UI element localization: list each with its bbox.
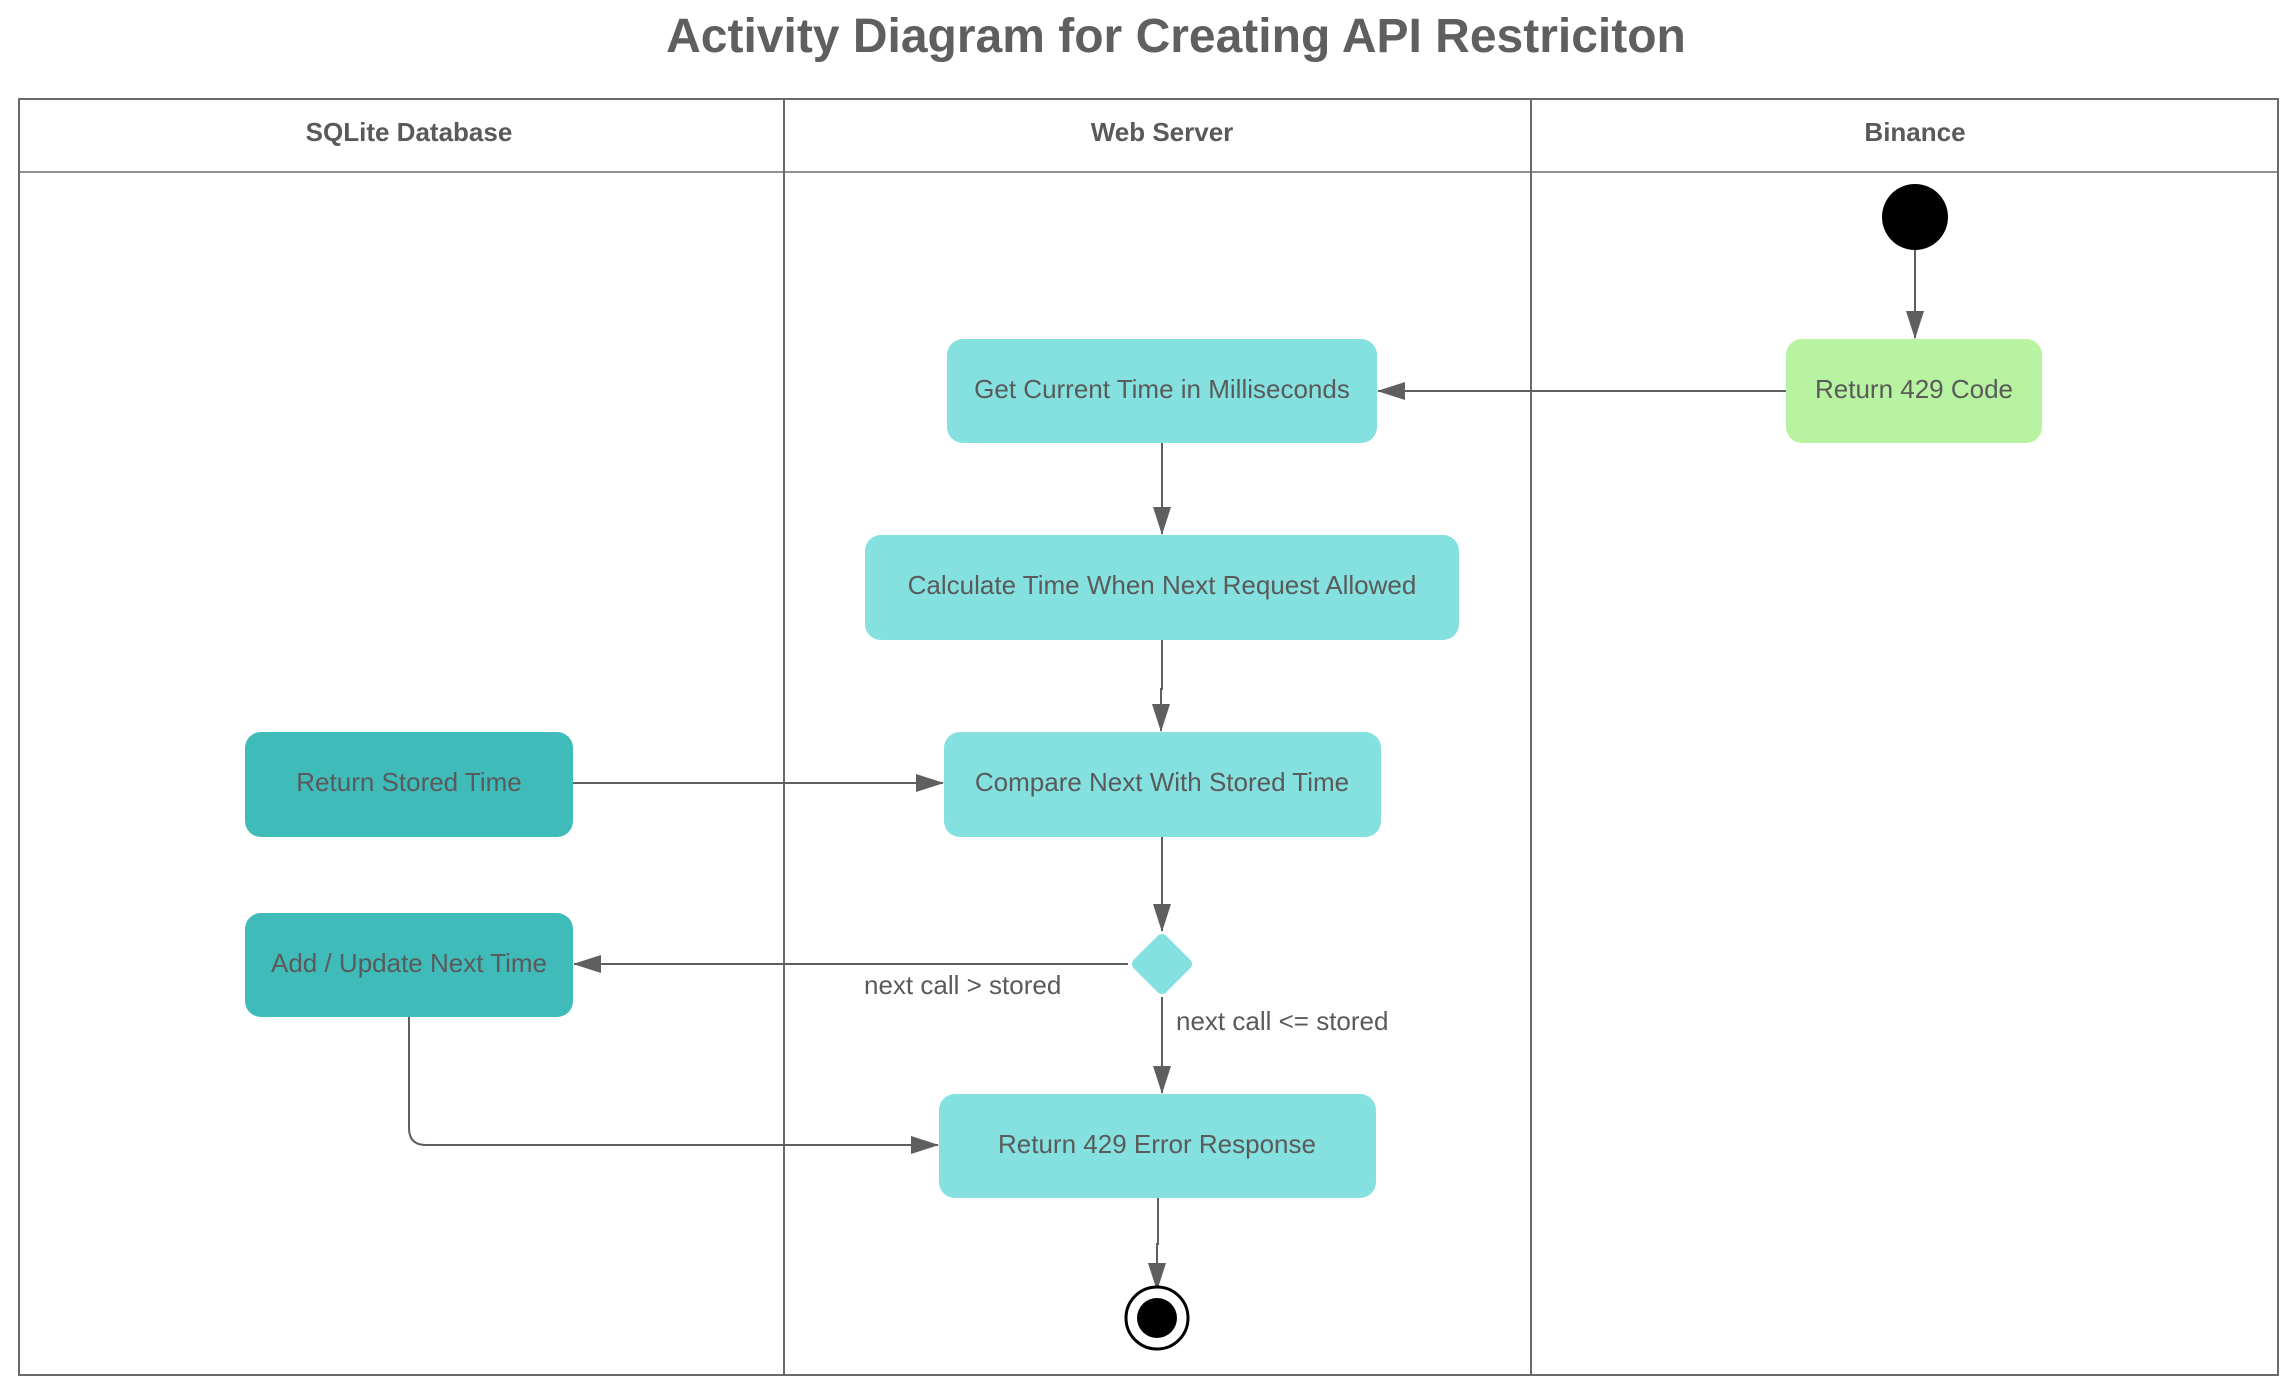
action-label: Return 429 Code: [1815, 374, 2013, 404]
action-compare-stored-time: Compare Next With Stored Time: [944, 732, 1381, 837]
edge-calculate-to-compare: [1152, 640, 1170, 732]
final-node: [1124, 1285, 1190, 1351]
action-label: Get Current Time in Milliseconds: [974, 374, 1350, 404]
action-label: Return Stored Time: [296, 767, 521, 797]
action-return-stored-time: Return Stored Time: [245, 732, 573, 837]
action-calculate-next-request: Calculate Time When Next Request Allowed: [865, 535, 1459, 640]
edge-label-greater: next call > stored: [864, 970, 1061, 1000]
action-get-current-time: Get Current Time in Milliseconds: [947, 339, 1377, 443]
lane-header-binance: Binance: [1864, 117, 1965, 147]
action-label: Add / Update Next Time: [271, 948, 547, 978]
lane-header-sqlite-database: SQLite Database: [306, 117, 513, 147]
action-return-429-code: Return 429 Code: [1786, 339, 2042, 443]
swimlane-frame: [18, 98, 2279, 1376]
lane-header-web-server: Web Server: [1091, 117, 1234, 147]
action-label: Return 429 Error Response: [998, 1129, 1316, 1159]
edge-add-update-to-return-error: [408, 1016, 939, 1154]
decision-node: [1131, 933, 1193, 995]
initial-node: [1882, 184, 1948, 250]
action-return-429-error: Return 429 Error Response: [939, 1094, 1376, 1198]
action-label: Calculate Time When Next Request Allowed: [908, 570, 1417, 600]
edges: [408, 248, 1924, 1291]
edge-label-less-equal: next call <= stored: [1176, 1006, 1388, 1036]
action-label: Compare Next With Stored Time: [975, 767, 1349, 797]
diagram-title: Activity Diagram for Creating API Restri…: [666, 10, 1686, 63]
action-add-update-next-time: Add / Update Next Time: [245, 913, 573, 1017]
edge-return-error-to-end: [1148, 1197, 1166, 1291]
